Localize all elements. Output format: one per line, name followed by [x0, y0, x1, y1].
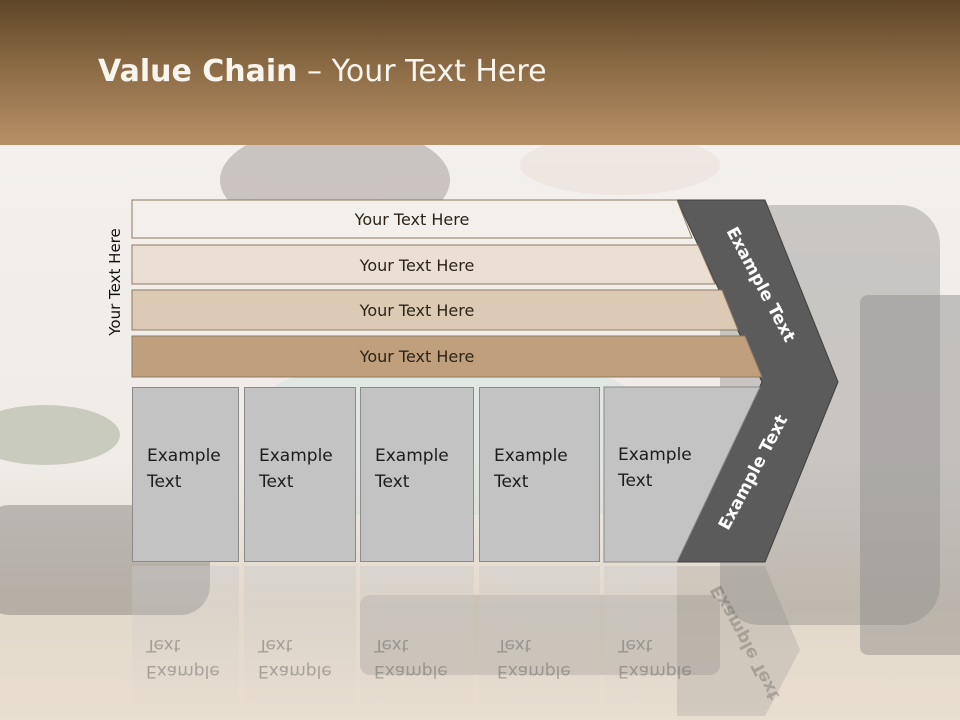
box-3-refl-line2: Text	[374, 635, 409, 655]
slide-title: Value Chain – Your Text Here	[98, 54, 547, 89]
box-5-refl-line1: Example	[618, 661, 692, 681]
box-5-line2: Text	[618, 471, 653, 491]
slide-title-rest: – Your Text Here	[297, 54, 547, 89]
box-3-line2: Text	[375, 472, 410, 492]
bar-1: Your Text Here	[132, 200, 692, 238]
wall-decor-shape	[520, 145, 720, 195]
monitor-shape	[860, 295, 960, 655]
header-band: Value Chain – Your Text Here	[0, 0, 960, 145]
bar-shape-3	[131, 289, 739, 331]
bar-shape-4	[131, 335, 763, 378]
slide-title-bold: Value Chain	[98, 54, 298, 89]
box-5-refl-line2: Text	[618, 635, 653, 655]
box-2-line1: Example	[259, 446, 333, 466]
box-4-line2: Text	[494, 472, 529, 492]
chevron-reflection	[677, 566, 800, 716]
keyboard-shape	[360, 595, 720, 675]
box-5-reflection	[604, 566, 677, 716]
box-1-refl-line1: Example	[146, 661, 220, 681]
box-5-line1: Example	[618, 445, 692, 465]
bar-2-label: Your Text Here	[359, 255, 475, 275]
box-1-line1: Example	[147, 446, 221, 466]
box-2-line2: Text	[259, 472, 294, 492]
bar-3: Your Text Here	[132, 291, 702, 329]
box-5-shape	[603, 386, 761, 563]
bar-2: Your Text Here	[132, 246, 702, 284]
box-2-reflection-text: Example Text	[258, 632, 332, 684]
bar-1-label: Your Text Here	[354, 209, 470, 229]
box-4-reflection	[479, 566, 600, 716]
box-2-refl-line2: Text	[258, 635, 293, 655]
bar-3-label: Your Text Here	[359, 300, 475, 320]
box-5-reflection-text: Example Text	[618, 632, 692, 684]
box-2-reflection	[244, 566, 356, 716]
box-1-reflection-text: Example Text	[146, 632, 220, 684]
box-2-refl-line1: Example	[258, 661, 332, 681]
bar-4-label: Your Text Here	[359, 346, 475, 366]
chevron-shape	[676, 199, 839, 563]
box-1-reflection	[132, 566, 239, 716]
box-4-refl-line2: Text	[497, 635, 532, 655]
box-1-line2: Text	[147, 472, 182, 492]
box-3-line1: Example	[375, 446, 449, 466]
bar-shape-2	[131, 244, 716, 285]
box-4-refl-line1: Example	[497, 661, 571, 681]
plant-leaf-shape	[0, 405, 120, 465]
box-3-reflection	[360, 566, 474, 716]
bar-shape-1	[131, 199, 693, 239]
box-1-refl-line2: Text	[146, 635, 181, 655]
box-3-refl-line1: Example	[374, 661, 448, 681]
box-3-reflection-text: Example Text	[374, 632, 448, 684]
box-4-line1: Example	[494, 446, 568, 466]
box-4-reflection-text: Example Text	[497, 632, 571, 684]
bar-4: Your Text Here	[132, 337, 702, 375]
